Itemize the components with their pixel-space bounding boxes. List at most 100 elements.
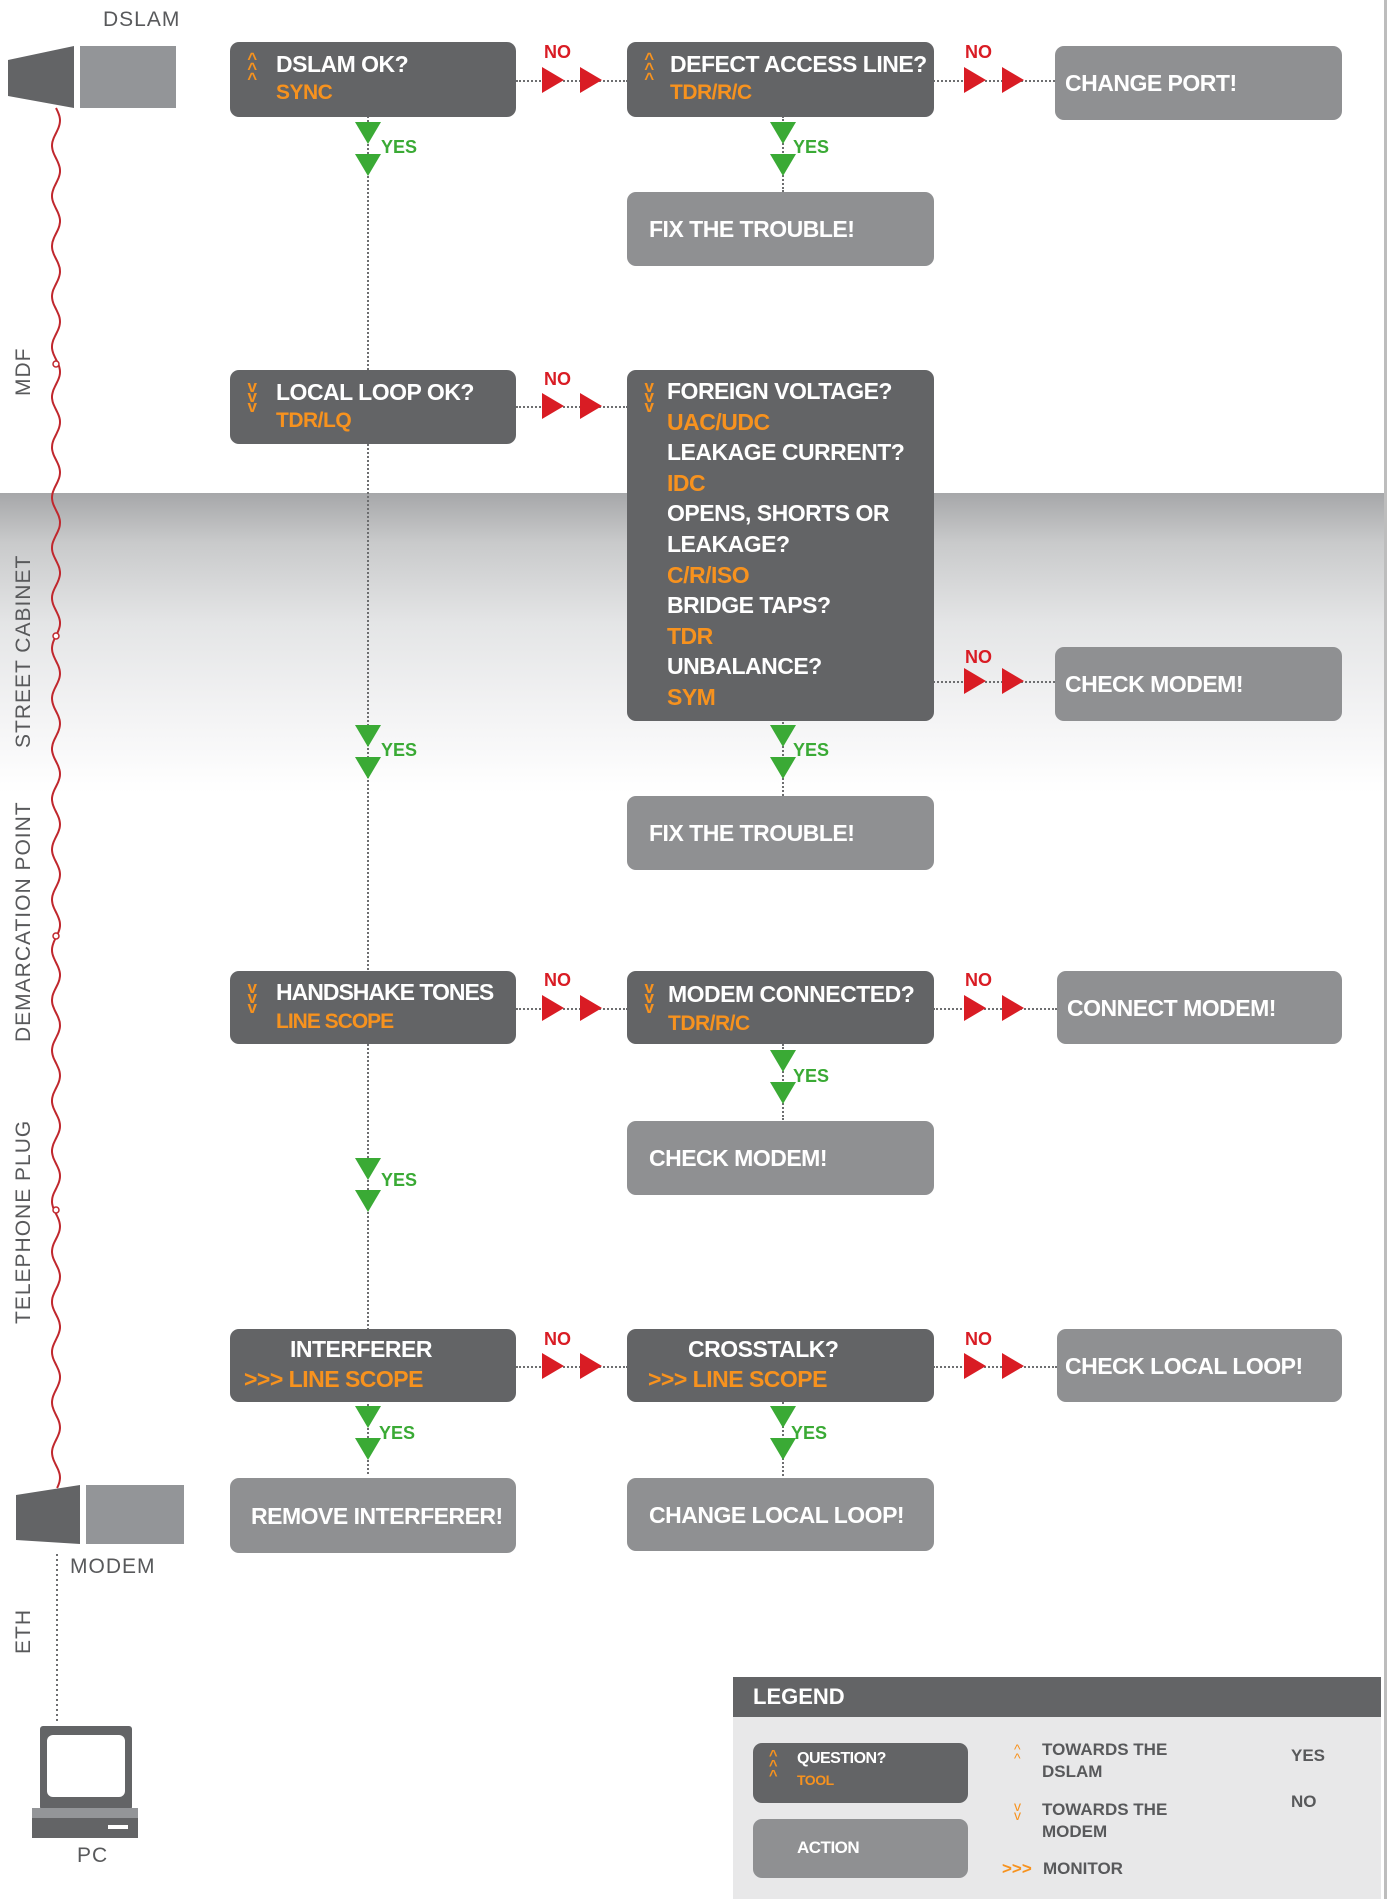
legend-header: LEGEND [733,1677,1381,1717]
yes-arrow [355,1438,381,1460]
no-label: NO [965,1329,992,1349]
question-text: LEAKAGE CURRENT? [667,439,905,466]
towards-dslam-icon: ^^^ [644,49,654,88]
yes-arrow [770,757,796,779]
yes-arrow [770,1050,796,1072]
question-box-interferer: INTERFERER >>> LINE SCOPE [230,1329,516,1402]
no-label: NO [965,42,992,62]
yes-arrow [355,757,381,779]
question-text: DEFECT ACCESS LINE? [670,51,927,77]
legend-towards-modem-line2: MODEM [1042,1822,1108,1841]
no-arrow [580,393,602,419]
connector-line [933,1008,1057,1010]
no-label: NO [965,970,992,990]
no-arrow [580,67,602,93]
connector-line [516,80,628,82]
yes-arrow [355,1190,381,1212]
yes-arrow [770,1406,796,1428]
yes-arrow [770,122,796,144]
legend-towards-dslam-line2: DSLAM [1042,1762,1103,1781]
yes-arrow [770,725,796,747]
question-text: MODEM CONNECTED? [668,981,915,1007]
action-box-fix-the-trouble: FIX THE TROUBLE! [627,192,934,266]
question-box-crosstalk: CROSSTALK? >>> LINE SCOPE [627,1329,934,1402]
legend-no-text: NO [1291,1792,1317,1811]
action-box-check-modem-2: CHECK MODEM! [627,1121,934,1195]
tool-text: UAC/UDC [667,408,770,435]
yes-arrow [355,725,381,747]
question-text: OPENS, SHORTS OR [667,500,890,527]
connector-line [516,406,628,408]
question-box-dslam-ok: ^^^ DSLAM OK? SYNC [230,42,516,117]
towards-dslam-icon: ^^ [1014,1741,1021,1766]
yes-label: YES [791,1423,828,1443]
legend-towards-modem: TOWARDS THE MODEM [1042,1799,1167,1843]
yes-label: YES [381,740,418,760]
no-arrow [580,995,602,1021]
yes-arrow [355,1158,381,1180]
connector-line [516,1008,628,1010]
yes-label: YES [379,1423,416,1443]
cable-line [50,107,62,1489]
action-box-check-local-loop: CHECK LOCAL LOOP! [1057,1329,1342,1402]
dslam-icon [8,46,176,108]
legend-towards-dslam-line1: TOWARDS THE [1042,1740,1168,1759]
legend-towards-modem-line1: TOWARDS THE [1042,1800,1168,1819]
question-text: INTERFERER [290,1336,432,1362]
no-arrow [1002,1353,1024,1379]
question-text: FOREIGN VOLTAGE? [667,378,892,404]
question-text: CROSSTALK? [688,1336,839,1362]
no-arrow [964,668,986,694]
no-label: NO [544,1329,571,1349]
legend-tool-text: TOOL [797,1772,834,1788]
yes-arrow [355,154,381,176]
no-arrow [964,1353,986,1379]
yes-arrow [770,1438,796,1460]
legend-monitor-symbol: >>> [1002,1859,1032,1878]
no-label: NO [544,369,571,389]
modem-icon [16,1485,184,1544]
yes-label: YES [793,137,830,157]
no-arrow [1002,67,1024,93]
yes-arrow [770,1082,796,1104]
legend-question-box: ^^^ QUESTION? TOOL [753,1743,968,1803]
tool-text: LINE SCOPE [276,1010,394,1033]
left-column-graphics [8,46,184,1838]
no-arrow [580,1353,602,1379]
yes-arrow [355,1406,381,1428]
question-text: UNBALANCE? [667,653,822,680]
tool-text: SYNC [276,81,333,104]
connector-line [933,80,1055,82]
action-box-fix-the-trouble-2: FIX THE TROUBLE! [627,796,934,870]
pc-icon [32,1726,138,1838]
tool-text: SYM [667,683,716,710]
no-arrow [542,393,564,419]
yes-label: YES [793,740,830,760]
no-label: NO [544,970,571,990]
legend-action-text: ACTION [797,1838,860,1857]
action-box-connect-modem: CONNECT MODEM! [1057,971,1342,1044]
tool-text: TDR/R/C [668,1012,750,1035]
right-border [1384,0,1387,1899]
question-text: LOCAL LOOP OK? [276,379,474,405]
question-text: BRIDGE TAPS? [667,592,831,619]
legend-action-box: ACTION [753,1819,968,1878]
no-arrow [1002,668,1024,694]
legend-yes-text: YES [1291,1746,1326,1765]
cable-junction-markers [52,360,60,1214]
tool-text: >>> LINE SCOPE [648,1366,828,1392]
action-box-remove-interferer: REMOVE INTERFERER! [230,1478,516,1553]
yes-arrow [770,154,796,176]
action-box-change-port: CHANGE PORT! [1055,46,1342,120]
question-text: LEAKAGE? [667,530,790,557]
question-box-defect-access-line: ^^^ DEFECT ACCESS LINE? TDR/R/C [627,42,934,117]
tool-text: C/R/ISO [667,561,750,588]
connector-line [516,1366,628,1368]
tool-text: TDR/R/C [670,81,752,104]
